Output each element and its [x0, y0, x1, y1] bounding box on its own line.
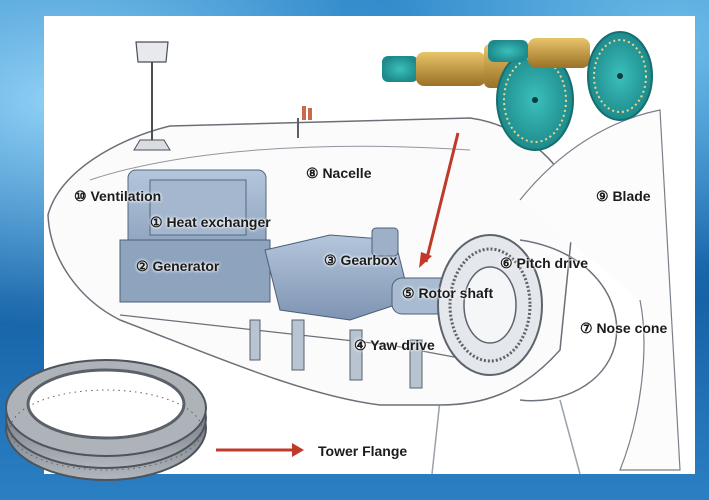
pitch-drive-label: ⑥ Pitch drive: [500, 255, 589, 271]
yaw-drive-posts: [249, 319, 423, 389]
generator-block: [119, 239, 271, 303]
rotor-shaft-arrow: [419, 132, 460, 268]
rotor-shaft-photo: [382, 31, 653, 151]
rotor-shaft-label: ⑤ Rotor shaft: [402, 285, 494, 301]
blade: [519, 109, 681, 471]
generator-label: ② Generator: [136, 258, 220, 274]
tower: [431, 399, 581, 475]
tower-flange-label: Tower Flange: [318, 443, 408, 459]
ventilation-label: ⑩ Ventilation: [74, 188, 162, 204]
tower-flange-arrow: [216, 443, 304, 457]
nacelle-label: ⑧ Nacelle: [306, 165, 372, 181]
nacelle-top-line: [89, 145, 471, 181]
blade-label: ⑨ Blade: [596, 188, 651, 204]
hub-pitch-ring: [437, 234, 543, 376]
tower-flange-photo: [5, 359, 207, 481]
nacelle-floor: [119, 314, 471, 361]
heat-exchanger-label: ① Heat exchanger: [150, 214, 271, 230]
nose-cone-label: ⑦ Nose cone: [580, 320, 668, 336]
nose-cone: [519, 239, 618, 402]
gearbox-block: [264, 227, 411, 321]
yaw-drive-label: ④ Yaw drive: [354, 337, 435, 353]
gearbox-label: ③ Gearbox: [324, 252, 398, 268]
roof-sensor: [297, 106, 312, 138]
anemometer-mast: [133, 41, 171, 151]
